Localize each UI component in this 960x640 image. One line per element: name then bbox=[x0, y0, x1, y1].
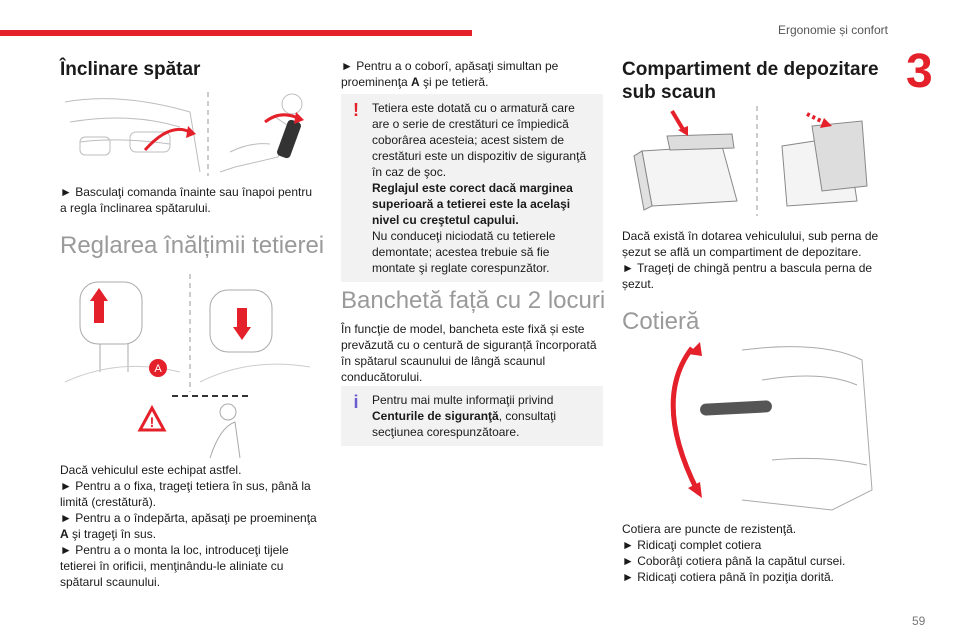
chapter-number: 3 bbox=[906, 45, 933, 98]
page-number: 59 bbox=[912, 614, 926, 628]
headrest-instructions: Dacă vehiculul este echipat astfel. ► Pe… bbox=[60, 462, 322, 590]
storage-step: ► Trageţi de chingă pentru a bascula per… bbox=[622, 261, 873, 291]
storage-text: Dacă există în dotarea vehiculului, sub … bbox=[622, 229, 879, 259]
headrest-remove-text: ► Pentru a o îndepărta, apăsaţi pe proem… bbox=[60, 511, 317, 525]
heading-headrest-height: Reglarea înălțimii tetierei bbox=[60, 232, 325, 259]
svg-text:!: ! bbox=[150, 414, 155, 430]
headrest-remove-step: ► Pentru a o îndepărta, apăsaţi pe proem… bbox=[60, 510, 322, 542]
section-title: Ergonomie și confort bbox=[777, 23, 888, 37]
warning-icon: ! bbox=[353, 100, 359, 120]
armrest-intro: Cotiera are puncte de rezistenţă. bbox=[622, 522, 797, 536]
backrest-tilt-figure bbox=[64, 92, 304, 176]
heading-under-seat-storage: Compartiment de depozitare sub scaun bbox=[622, 59, 879, 103]
heading-armrest: Cotieră bbox=[622, 308, 700, 335]
armrest-raise-step: ► Ridicaţi complet cotiera bbox=[622, 538, 762, 552]
headrest-refit-step: ► Pentru a o monta la loc, introduceţi t… bbox=[60, 543, 289, 589]
headrest-lower-step: ► Pentru a o coborî, apăsaţi simultan pe… bbox=[341, 58, 603, 90]
headrest-intro: Dacă vehiculul este echipat astfel. bbox=[60, 463, 242, 477]
under-seat-storage-figure bbox=[633, 106, 868, 216]
lower-text: ► Pentru a o coborî, apăsaţi simultan pe… bbox=[341, 59, 559, 89]
info-text-end: , consultaţi secţiunea corespunzătoare. bbox=[372, 409, 557, 439]
lower-marker: A bbox=[411, 75, 420, 89]
warning-text-3: Nu conduceţi niciodată cu tetierele demo… bbox=[372, 229, 556, 275]
backrest-instruction: ► Basculaţi comanda înainte sau înapoi p… bbox=[60, 185, 313, 215]
lower-text-end: şi pe tetieră. bbox=[419, 75, 489, 89]
warning-text-2: Reglajul este corect dacă marginea super… bbox=[372, 181, 573, 227]
marker-a-label: A bbox=[154, 363, 162, 375]
armrest-instructions: Cotiera are puncte de rezistenţă. ► Ridi… bbox=[622, 521, 884, 585]
seatbelt-info-box: i Pentru mai multe informaţii privind Ce… bbox=[341, 386, 603, 446]
info-icon: i bbox=[353, 392, 359, 412]
info-link-seatbelts[interactable]: Centurile de siguranţă bbox=[372, 409, 499, 423]
warning-text-1: Tetiera este dotată cu o armatură care a… bbox=[372, 101, 587, 179]
headrest-warning-box: ! Tetiera este dotată cu o armatură care… bbox=[341, 94, 603, 282]
front-bench-text: În funcţie de model, bancheta este fixă … bbox=[341, 322, 597, 384]
armrest-figure bbox=[670, 342, 873, 511]
headrest-fix-step: ► Pentru a o fixa, trageţi tetiera în su… bbox=[60, 479, 311, 509]
armrest-position-step: ► Ridicaţi cotiera până în poziţia dorit… bbox=[622, 570, 834, 584]
heading-backrest-tilt: Înclinare spătar bbox=[60, 59, 201, 80]
headrest-remove-text-end: şi trageţi în sus. bbox=[68, 527, 157, 541]
headrest-remove-marker: A bbox=[60, 527, 69, 541]
header-accent-bar bbox=[0, 30, 472, 36]
headrest-height-figure: A ! bbox=[64, 274, 311, 458]
info-text: Pentru mai multe informaţii privind bbox=[372, 393, 554, 407]
armrest-lower-step: ► Coborâţi cotiera până la capătul curse… bbox=[622, 554, 846, 568]
heading-front-bench: Banchetă față cu 2 locuri bbox=[341, 287, 606, 314]
